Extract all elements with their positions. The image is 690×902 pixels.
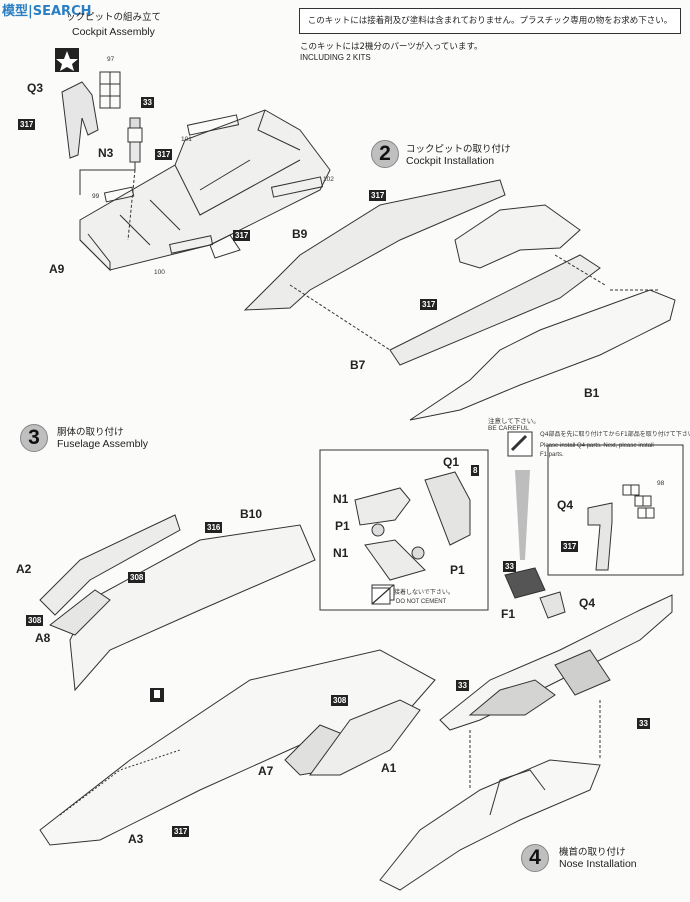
watermark: 模型|SEARCH bbox=[2, 4, 92, 19]
part-q4-drawing bbox=[539, 591, 566, 619]
part-label-b9: B9 bbox=[292, 227, 308, 241]
paint-badge-308-a2: 308 bbox=[128, 572, 146, 583]
step1-title-en: Cockpit Assembly bbox=[72, 26, 155, 38]
paint-badge-317-b9: 317 bbox=[369, 190, 387, 201]
decal-number-97: 97 bbox=[107, 56, 115, 63]
decal-number-98: 98 bbox=[657, 480, 665, 487]
step2-title-jp: コックピットの取り付け bbox=[406, 144, 511, 155]
part-label-n1-top: N1 bbox=[333, 492, 349, 506]
careful-en3: F1 parts. bbox=[540, 452, 564, 458]
part-label-p1-right: P1 bbox=[450, 563, 465, 577]
part-label-a8: A8 bbox=[35, 631, 51, 645]
decal-97-drawing bbox=[99, 71, 121, 109]
step1-title-jp: ックピットの組み立て bbox=[66, 12, 162, 23]
paint-badge-317-q4: 317 bbox=[561, 541, 579, 552]
canopy-rail-a2-drawing bbox=[39, 514, 181, 616]
paint-badge-308-a8: 308 bbox=[26, 615, 44, 626]
paint-badge-33-top: 33 bbox=[141, 97, 154, 108]
paint-badge-317-b7: 317 bbox=[420, 299, 438, 310]
part-label-n3: N3 bbox=[98, 146, 114, 160]
part-label-a9: A9 bbox=[49, 262, 65, 276]
stick-n3-drawing bbox=[79, 117, 143, 241]
part-label-f1: F1 bbox=[501, 607, 516, 621]
fuselage-b10-drawing bbox=[69, 524, 316, 692]
part-label-q4: Q4 bbox=[579, 596, 596, 610]
glue-icon bbox=[150, 688, 164, 702]
paint-badge-317-n3: 317 bbox=[155, 149, 173, 160]
kits-note-en: INCLUDING 2 KITS bbox=[300, 53, 371, 62]
part-label-b1: B1 bbox=[584, 386, 600, 400]
decal-number-100: 100 bbox=[154, 269, 165, 276]
paint-badge-316: 316 bbox=[205, 522, 223, 533]
part-label-a7: A7 bbox=[258, 764, 274, 778]
careful-jp: 注意して下さい。 bbox=[488, 417, 540, 425]
seat-q3-drawing bbox=[61, 81, 99, 159]
step4-title-jp: 機首の取り付け bbox=[559, 847, 626, 858]
careful-en2: Please install Q4 parts. Next, please in… bbox=[540, 443, 654, 449]
part-label-a3: A3 bbox=[128, 832, 144, 846]
decal-number-101: 101 bbox=[181, 136, 192, 143]
part-label-n1-bottom: N1 bbox=[333, 546, 349, 560]
nose-lower-drawing bbox=[379, 759, 601, 891]
step3-number: 3 bbox=[20, 424, 48, 452]
kits-note-jp: このキットには2機分のパーツが入っています。 bbox=[300, 42, 483, 52]
paint-badge-8: 8 bbox=[471, 465, 480, 476]
part-label-b10: B10 bbox=[240, 507, 263, 521]
paint-badge-317-q3: 317 bbox=[18, 119, 36, 130]
fuselage-b1-drawing bbox=[409, 289, 676, 421]
step4-number: 4 bbox=[521, 844, 549, 872]
paint-badge-308-a1: 308 bbox=[331, 695, 349, 706]
step3-title-en: Fuselage Assembly bbox=[57, 438, 149, 450]
intake-a1-drawing bbox=[309, 699, 421, 776]
adhesive-notice-box: このキットには接着剤及び塗料は含まれておりません。プラスチック専用の物をお求め下… bbox=[299, 8, 681, 34]
no-cement-jp: 接着しないで下さい。 bbox=[394, 589, 454, 596]
cockpit-tub-drawing bbox=[79, 109, 331, 272]
step2-number: 2 bbox=[371, 140, 399, 168]
part-label-q1: Q1 bbox=[443, 455, 460, 469]
no-cement-en: DO NOT CEMENT bbox=[396, 599, 447, 605]
step2-title-en: Cockpit Installation bbox=[406, 155, 495, 167]
part-label-b7: B7 bbox=[350, 358, 366, 372]
star-icon bbox=[55, 48, 79, 72]
part-label-p1-left: P1 bbox=[335, 519, 350, 533]
cockpit-tub-step2-drawing bbox=[454, 204, 581, 269]
step3-title-jp: 胴体の取り付け bbox=[57, 427, 124, 438]
part-label-q4-callout: Q4 bbox=[557, 498, 574, 512]
step4-title-en: Nose Installation bbox=[559, 858, 637, 870]
part-label-a2: A2 bbox=[16, 562, 32, 576]
no-cement-icon bbox=[371, 587, 391, 605]
panel-a8-drawing bbox=[49, 589, 111, 636]
careful-jp2: Q4部品を先に取り付けてからF1部品を取り付けて下さい。 bbox=[540, 431, 690, 438]
floor-b7-drawing bbox=[389, 254, 601, 366]
decal-number-99: 99 bbox=[92, 193, 100, 200]
paint-badge-33-nose-left: 33 bbox=[456, 680, 469, 691]
careful-en: BE CAREFUL bbox=[488, 425, 529, 432]
paint-badge-33-f1: 33 bbox=[503, 561, 516, 572]
q4-callout-box bbox=[547, 444, 684, 576]
part-f1-drawing bbox=[504, 567, 546, 599]
paint-badge-33-nose-right: 33 bbox=[637, 718, 650, 729]
part-label-a1: A1 bbox=[381, 761, 397, 775]
paint-badge-317-a9: 317 bbox=[233, 230, 251, 241]
paint-badge-317-a3: 317 bbox=[172, 826, 190, 837]
side-panel-b9-drawing bbox=[243, 179, 506, 311]
decal-number-102: 102 bbox=[323, 176, 334, 183]
part-label-q3: Q3 bbox=[27, 81, 44, 95]
